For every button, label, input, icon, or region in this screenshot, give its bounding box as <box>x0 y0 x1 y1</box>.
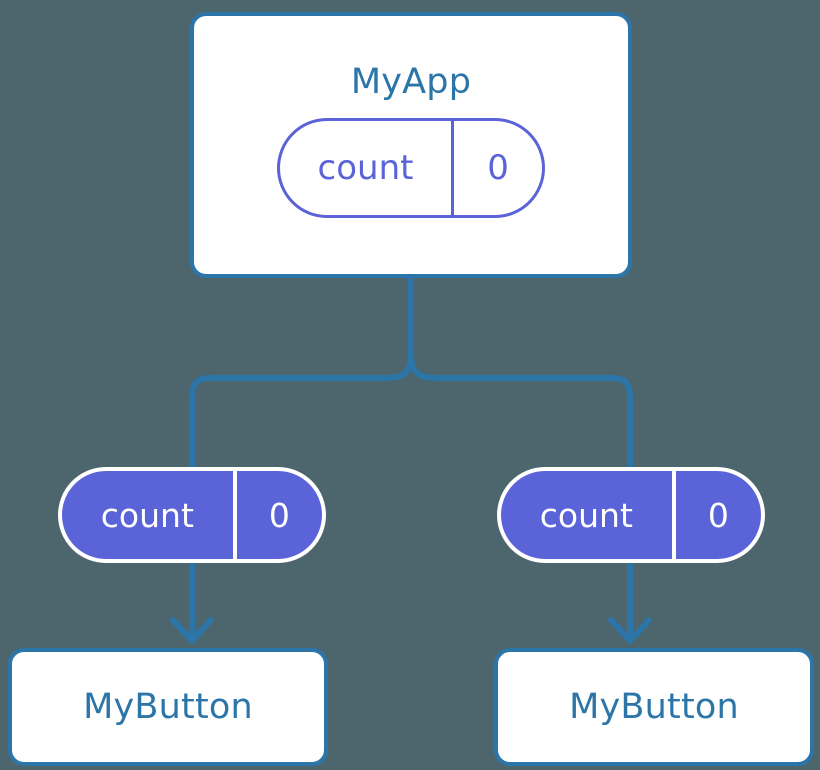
component-title-myapp: MyApp <box>350 62 472 102</box>
fork-left-branch-path <box>189 352 414 470</box>
state-pill-myapp[interactable]: count 0 <box>277 118 545 218</box>
state-pill-child-1[interactable]: count 0 <box>58 467 326 563</box>
state-pill-key: count <box>539 495 633 535</box>
component-title-mybutton: MyButton <box>569 686 739 727</box>
component-box-mybutton-2[interactable]: MyButton <box>494 648 814 766</box>
state-pill-key: count <box>100 495 194 535</box>
component-box-myapp[interactable]: MyApp count 0 <box>190 12 632 278</box>
state-pill-key: count <box>317 148 414 188</box>
state-pill-value: 0 <box>671 471 761 559</box>
component-title-mybutton: MyButton <box>83 686 253 727</box>
fork-right-branch-path <box>408 352 633 470</box>
component-box-mybutton-1[interactable]: MyButton <box>8 648 328 766</box>
state-pill-value: 0 <box>232 471 322 559</box>
state-to-child-arrow-right-head <box>608 617 652 644</box>
state-pill-child-2[interactable]: count 0 <box>497 467 765 563</box>
state-to-child-arrow-left-head <box>170 617 214 644</box>
state-pill-value: 0 <box>451 121 542 215</box>
